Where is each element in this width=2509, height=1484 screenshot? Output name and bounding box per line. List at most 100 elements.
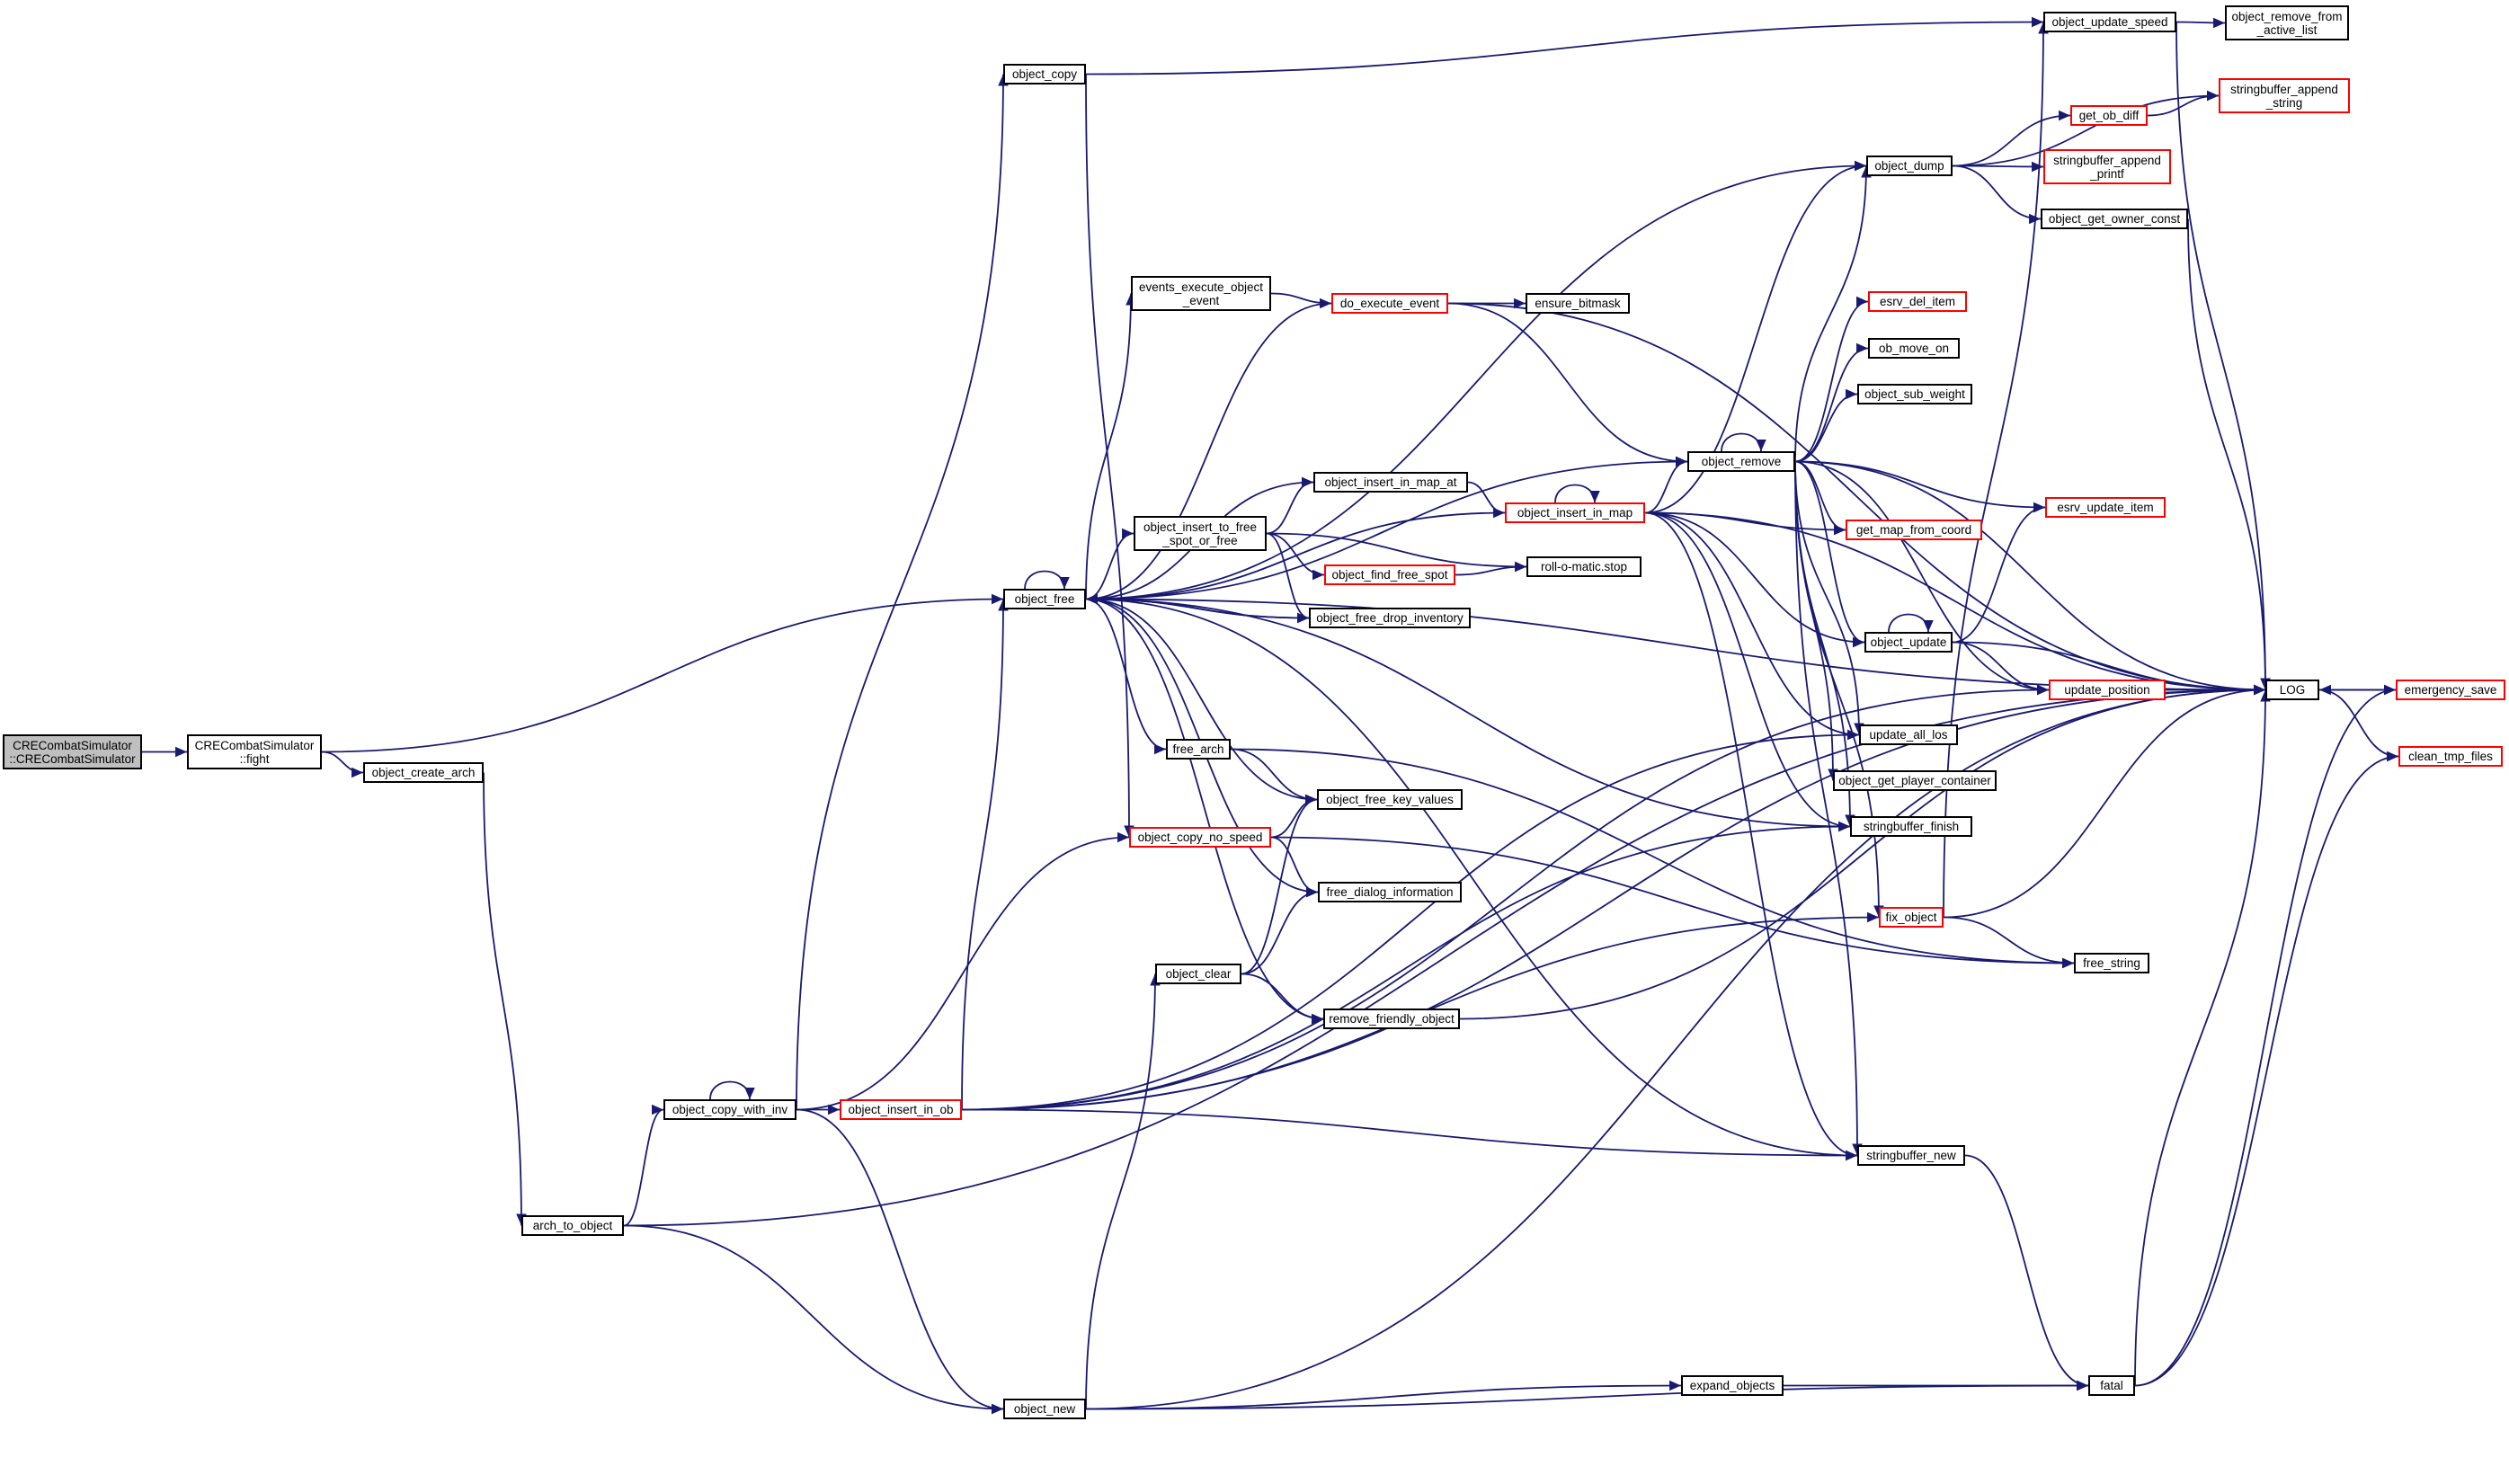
edge-copy-with-inv-to-copy-no-speed (796, 831, 1130, 1111)
node-clean-tmp-files[interactable]: clean_tmp_files (2398, 746, 2503, 767)
node-object-clear[interactable]: object_clear (1155, 964, 1241, 984)
edge-copy-no-speed-to-free-dialog (1270, 836, 1319, 898)
edge-object-clear-to-free-dialog (1241, 886, 1319, 975)
edge-do-exec-to-LOG (1447, 302, 2266, 696)
node-do-exec[interactable]: do_execute_event (1331, 293, 1448, 314)
node-copy-no-speed[interactable]: object_copy_no_speed (1129, 827, 1271, 848)
node-update-speed[interactable]: object_update_speed (2043, 12, 2176, 32)
node-object-update[interactable]: object_update (1864, 632, 1953, 653)
node-remove-friendly[interactable]: remove_friendly_object (1323, 1009, 1460, 1029)
edge-object-free-to-LOG (1085, 598, 2266, 696)
edge-fight-to-object-free (321, 593, 1004, 753)
edge-remove-friendly-to-LOG (1459, 684, 2266, 1020)
node-remove-active[interactable]: object_remove_from _active_list (2225, 5, 2349, 40)
node-insert-free-spot[interactable]: object_insert_to_free _spot_or_free (1134, 516, 1267, 551)
node-expand-objects[interactable]: expand_objects (1681, 1375, 1784, 1396)
node-esrv-del-item[interactable]: esrv_del_item (1868, 291, 1967, 312)
edge-object-update-to-LOG (1952, 641, 2266, 696)
node-free-drop-inv[interactable]: object_free_drop_inventory (1309, 608, 1471, 628)
edge-fix-object-to-free-string (1943, 916, 2075, 969)
edge-fight-to-create-arch (321, 751, 364, 778)
node-esrv-update-item[interactable]: esrv_update_item (2045, 497, 2166, 518)
edge-insert-free-spot-to-insert-map-at (1266, 476, 1314, 535)
edge-insert-free-spot-to-find-free-spot (1266, 532, 1325, 581)
node-get-player-container[interactable]: object_get_player_container (1833, 770, 1997, 791)
edge-free-arch-to-free-string (1230, 748, 2075, 969)
node-free-arch[interactable]: free_arch (1166, 739, 1231, 760)
edge-object-remove-to-update-all-los (1794, 461, 1864, 735)
node-ob-move-on[interactable]: ob_move_on (1868, 338, 1960, 359)
node-create-arch[interactable]: object_create_arch (363, 762, 484, 783)
node-free-key-values[interactable]: object_free_key_values (1317, 789, 1463, 810)
node-insert-in-ob[interactable]: object_insert_in_ob (840, 1099, 962, 1120)
edge-object-free-to-object-dump (1085, 160, 1867, 600)
node-get-map-from-coord[interactable]: get_map_from_coord (1846, 520, 1982, 540)
edge-create-arch-to-arch-to-object (483, 772, 527, 1226)
edge-insert-in-ob-to-object-free (961, 599, 1009, 1110)
edge-object-remove-to-esrv-update-item (1794, 460, 2046, 513)
edge-fatal-to-clean-tmp-files (2134, 751, 2399, 1387)
node-free-dialog[interactable]: free_dialog_information (1318, 882, 1462, 902)
node-events-exec[interactable]: events_execute_object _event (1131, 276, 1271, 311)
edge-insert-in-map-to-get-map-from-coord (1644, 511, 1846, 536)
node-LOG[interactable]: LOG (2265, 680, 2319, 700)
node-object-free[interactable]: object_free (1003, 589, 1086, 609)
edge-object-free-to-free-key-values (1085, 598, 1318, 805)
edge-fix-object-to-LOG (1943, 684, 2266, 919)
edge-insert-map-at-to-insert-in-map (1467, 481, 1506, 519)
node-emergency-save[interactable]: emergency_save (2396, 680, 2505, 700)
node-insert-map-at[interactable]: object_insert_in_map_at (1313, 472, 1468, 493)
node-fix-object[interactable]: fix_object (1879, 907, 1944, 928)
edge-sb-new-to-fatal (1964, 1154, 2089, 1391)
node-sb-new[interactable]: stringbuffer_new (1857, 1145, 1965, 1166)
edge-object-copy-to-update-speed (1085, 16, 2044, 76)
edge-get-owner-const-to-LOG (2187, 218, 2271, 690)
edge-copy-no-speed-to-free-key-values (1270, 794, 1318, 839)
edge-insert-in-ob-to-update-all-los (961, 729, 1860, 1111)
node-get-ob-diff[interactable]: get_ob_diff (2070, 105, 2148, 126)
edge-object-copy-to-copy-no-speed (1085, 74, 1134, 838)
edge-do-exec-to-object-free (1085, 302, 1332, 605)
edge-object-remove-to-esrv-del-item (1794, 296, 1869, 463)
node-root: CRECombatSimulator ::CRECombatSimulator (3, 734, 142, 769)
node-object-copy[interactable]: object_copy (1003, 64, 1086, 84)
node-update-position[interactable]: update_position (2049, 680, 2166, 700)
edge-object-remove-to-sb-new (1794, 461, 1863, 1156)
node-update-all-los[interactable]: update_all_los (1859, 724, 1958, 745)
node-get-owner-const[interactable]: object_get_owner_const (2041, 209, 2188, 229)
edge-object-clear-to-free-key-values (1241, 794, 1318, 975)
edge-do-exec-to-object-remove (1447, 302, 1688, 467)
edge-insert-in-map-to-update-all-los (1644, 511, 1860, 741)
node-sb-append-printf[interactable]: stringbuffer_append _printf (2043, 149, 2171, 184)
node-copy-with-inv[interactable]: object_copy_with_inv (663, 1099, 796, 1120)
edge-copy-no-speed-to-free-string (1270, 836, 2075, 969)
node-ensure-bitmask[interactable]: ensure_bitmask (1526, 293, 1630, 314)
node-object-new[interactable]: object_new (1003, 1399, 1086, 1419)
node-object-remove[interactable]: object_remove (1687, 451, 1795, 472)
node-roll-stop[interactable]: roll-o-matic.stop (1526, 556, 1642, 577)
edge-object-new-to-expand-objects (1085, 1380, 1682, 1410)
node-sub-weight[interactable]: object_sub_weight (1857, 384, 1972, 404)
edge-object-new-to-LOG (1085, 684, 2266, 1410)
edge-insert-in-ob-to-sb-finish (961, 821, 1851, 1111)
edge-insert-in-ob-to-LOG (961, 684, 2266, 1111)
node-free-string[interactable]: free_string (2074, 953, 2149, 973)
node-fight[interactable]: CRECombatSimulator ::fight (187, 734, 322, 769)
node-find-free-spot[interactable]: object_find_free_spot (1324, 564, 1455, 585)
edge-arch-to-object-to-object-new (623, 1224, 1004, 1415)
edge-object-new-to-fatal (1085, 1380, 2089, 1410)
node-insert-in-map[interactable]: object_insert_in_map (1505, 502, 1645, 523)
edge-events-exec-to-do-exec (1270, 292, 1332, 309)
edge-object-free-to-insert-free-spot (1085, 528, 1134, 600)
edge-copy-with-inv-to-object-copy (796, 74, 1009, 1110)
node-sb-append-string[interactable]: stringbuffer_append _string (2219, 78, 2350, 113)
edge-object-free-to-remove-friendly (1085, 598, 1324, 1025)
edge-copy-with-inv-to-copy-with-inv (709, 1080, 755, 1100)
node-object-dump[interactable]: object_dump (1866, 156, 1953, 176)
edge-LOG-to-clean-tmp-files (2318, 689, 2399, 762)
edge-insert-in-map-to-object-update (1644, 511, 1865, 648)
node-arch-to-object[interactable]: arch_to_object (521, 1215, 624, 1236)
node-fatal[interactable]: fatal (2088, 1375, 2135, 1396)
node-sb-finish[interactable]: stringbuffer_finish (1850, 816, 1972, 837)
edge-object-remove-to-object-update (1794, 460, 1865, 648)
